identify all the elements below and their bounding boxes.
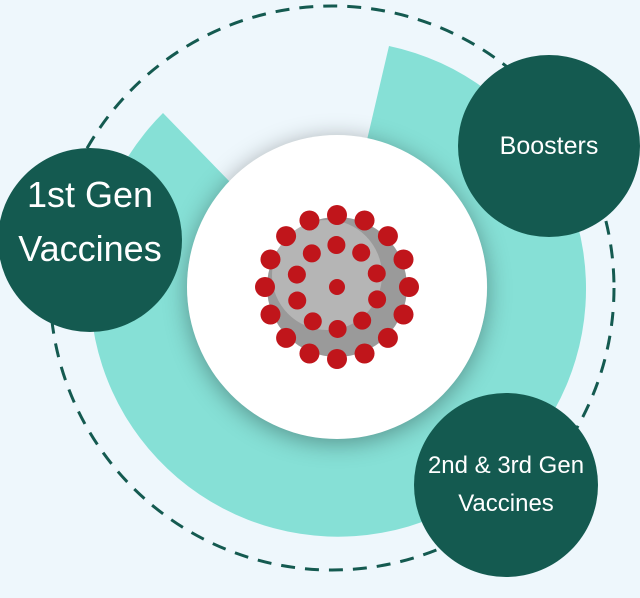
coronavirus-icon xyxy=(255,205,419,369)
virus-spike xyxy=(367,264,386,283)
virus-spike xyxy=(276,327,297,348)
virus-spike xyxy=(377,226,398,247)
virus-spike xyxy=(368,290,387,309)
virus-spike xyxy=(354,210,375,231)
virus-spike xyxy=(399,277,419,297)
virus-spike xyxy=(329,279,345,295)
virus-spike xyxy=(299,210,320,231)
node-label: 1st Gen Vaccines xyxy=(18,174,162,269)
virus-spike xyxy=(299,343,320,364)
virus-spike xyxy=(377,327,398,348)
dashed-orbit xyxy=(48,4,616,572)
virus-spike xyxy=(303,312,322,331)
node-label: 2nd & 3rd Gen Vaccines xyxy=(427,452,585,517)
virus-spike xyxy=(327,236,346,255)
node-label: Boosters xyxy=(499,131,599,160)
node-first-gen-vaccines: 1st Gen Vaccines xyxy=(0,148,182,332)
virus-spike xyxy=(288,291,307,310)
virus-spike xyxy=(327,349,347,369)
virus-hub xyxy=(187,135,487,439)
virus-spike xyxy=(302,244,321,263)
virus-spike xyxy=(354,343,375,364)
virus-spike xyxy=(327,205,347,225)
node-next-gen-vaccines: 2nd & 3rd Gen Vaccines xyxy=(414,393,598,577)
virus-spike xyxy=(353,311,372,330)
virus-spike xyxy=(276,226,297,247)
virus-spike xyxy=(260,304,281,325)
virus-spike xyxy=(287,265,306,284)
node-boosters: Boosters xyxy=(458,55,640,237)
virus-spike xyxy=(352,243,371,262)
virus-spike xyxy=(393,304,414,325)
virus-spike xyxy=(255,277,275,297)
virus-spike xyxy=(328,319,347,338)
virus-spike xyxy=(393,249,414,270)
virus-spike xyxy=(260,249,281,270)
